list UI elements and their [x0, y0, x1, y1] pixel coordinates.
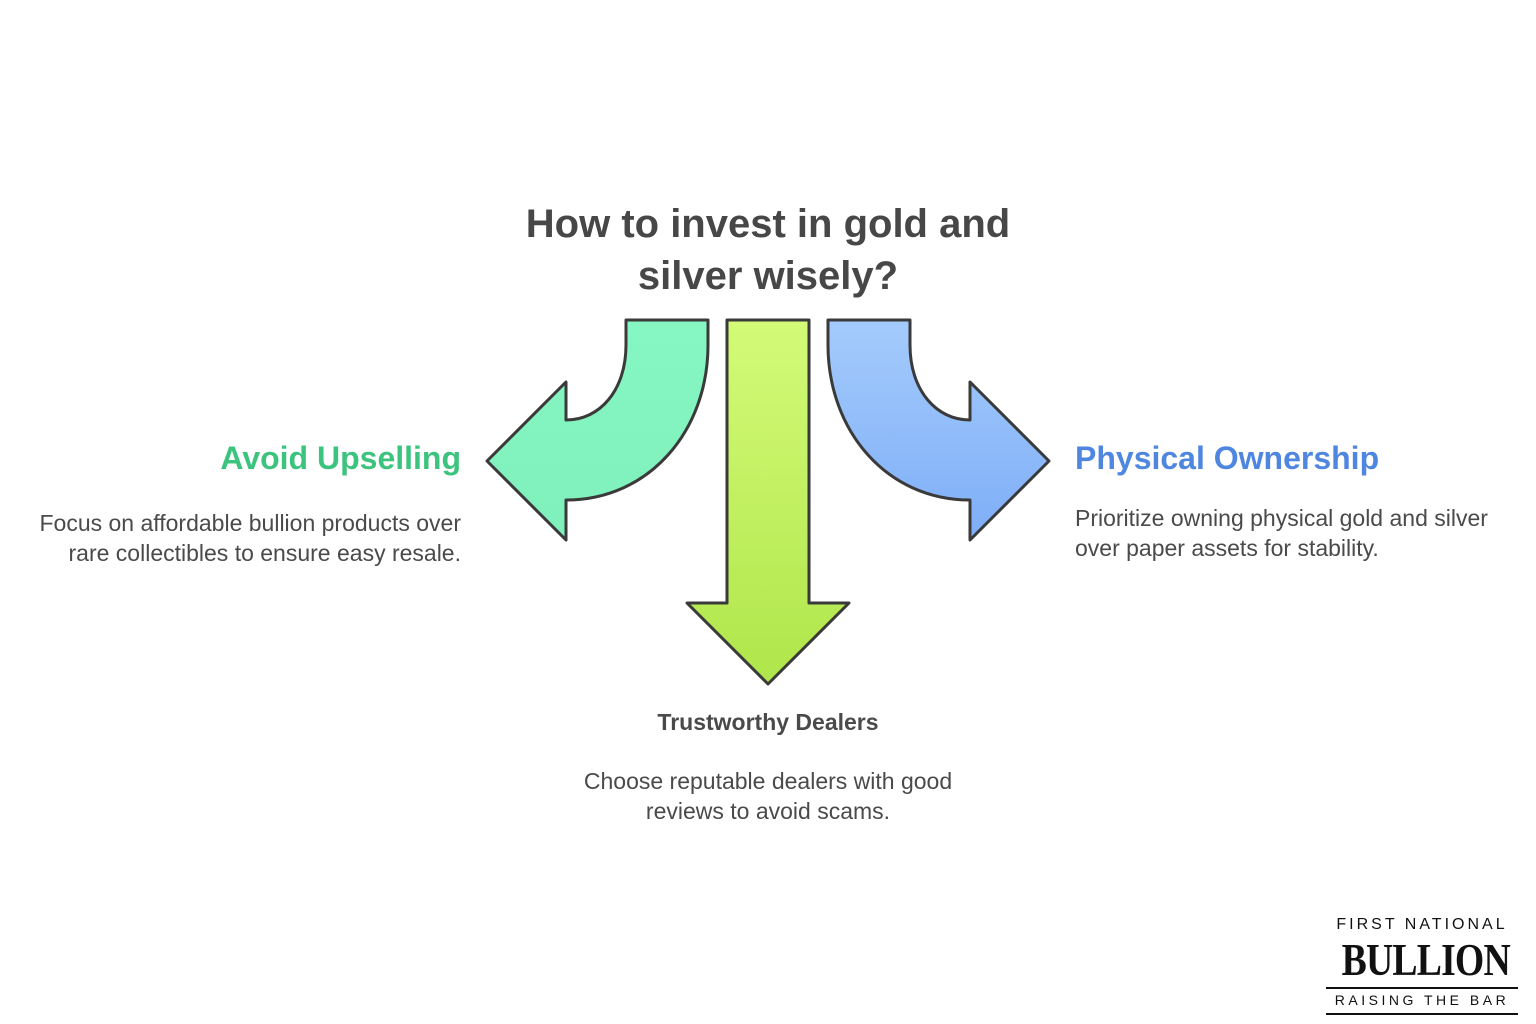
avoid-upselling-description: Focus on affordable bullion products ove…	[39, 510, 461, 566]
logo-main-text: BULLION	[1341, 934, 1511, 985]
logo-bottom-text: RAISING THE BAR	[1334, 992, 1510, 1008]
first-national-bullion-logo: FIRST NATIONAL BULLION RAISING THE BAR	[1324, 915, 1520, 1017]
right-arrow-shape	[826, 318, 1051, 542]
center-arrow-shape	[685, 318, 851, 686]
logo-rule-lower	[1326, 1013, 1518, 1015]
logo-top-text: FIRST NATIONAL	[1336, 916, 1508, 933]
trustworthy-dealers-title: Trustworthy Dealers	[657, 709, 879, 735]
physical-ownership-title: Physical Ownership	[1075, 440, 1380, 476]
avoid-upselling-title: Avoid Upselling	[220, 440, 461, 476]
physical-ownership-description: Prioritize owning physical gold and silv…	[1075, 505, 1488, 561]
page-title: How to invest in gold and silver wisely?	[525, 202, 1011, 298]
logo-rule-upper	[1326, 987, 1518, 989]
trustworthy-dealers-description: Choose reputable dealers with good revie…	[583, 768, 953, 824]
left-arrow-shape	[485, 318, 710, 542]
